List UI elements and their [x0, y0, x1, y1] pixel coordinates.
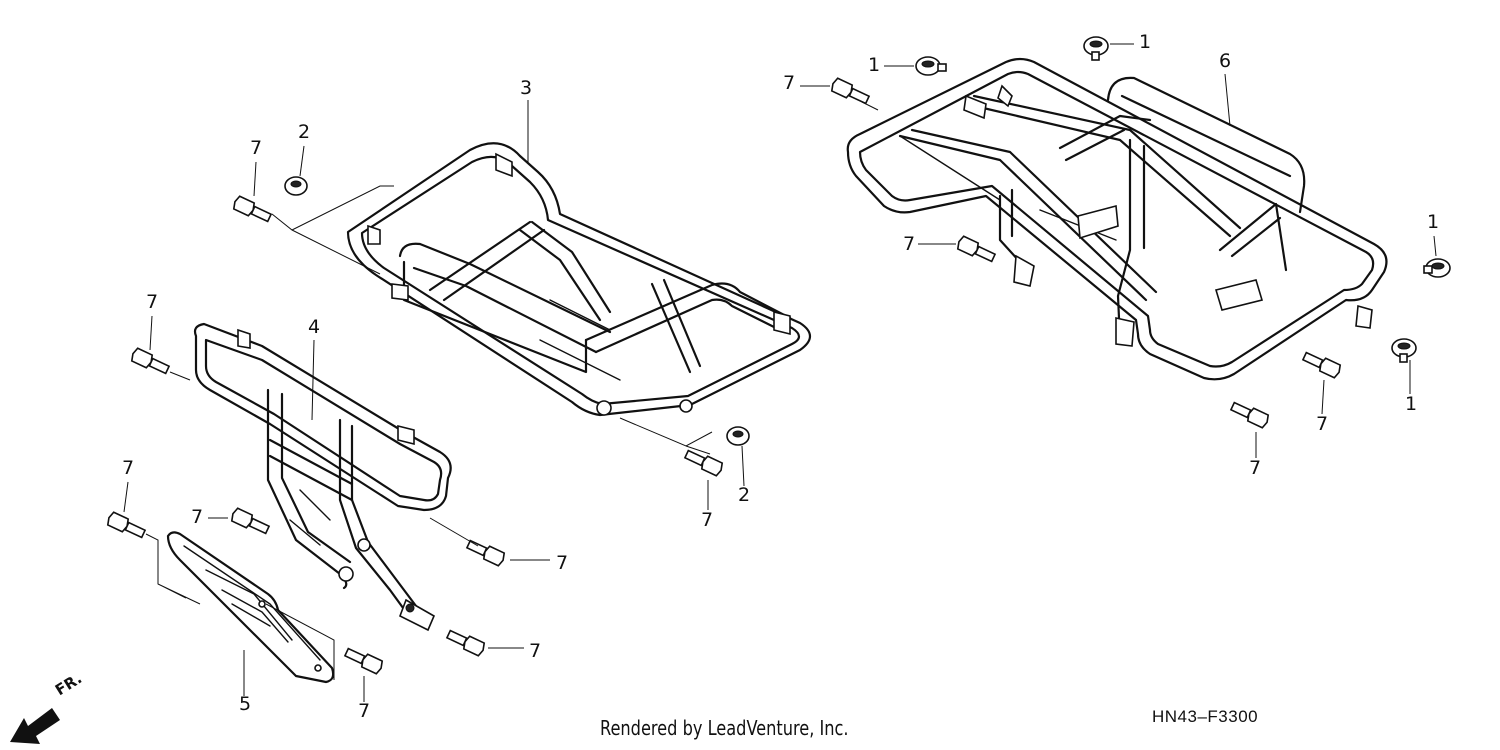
callout-7: 7 [1249, 457, 1261, 479]
bolt-icon [130, 347, 171, 375]
callout-7: 7 [250, 137, 262, 159]
skid-plate [166, 531, 335, 684]
callout-1: 1 [1405, 393, 1417, 415]
nut-icon [1083, 36, 1109, 61]
callout-7: 7 [1316, 413, 1328, 435]
callout-7: 7 [903, 233, 915, 255]
bolt-icon [445, 629, 486, 657]
grommet-icon [284, 176, 308, 196]
nut-icon [1423, 258, 1451, 278]
leader-lines [123, 43, 1437, 702]
bolt-icon [465, 539, 506, 567]
callout-7: 7 [358, 700, 370, 722]
callout-6: 6 [1219, 50, 1231, 72]
bolt-icon [956, 235, 997, 263]
bolt-icon [232, 195, 273, 223]
front-guard [193, 322, 452, 632]
front-carrier [846, 57, 1388, 381]
front-direction-arrow-icon [10, 708, 60, 744]
callout-1: 1 [868, 54, 880, 76]
callout-7: 7 [191, 506, 203, 528]
callout-7: 7 [529, 640, 541, 662]
rear-carrier [346, 142, 812, 417]
bolt-icon [230, 507, 271, 535]
callout-7: 7 [146, 291, 158, 313]
bolt-icon [830, 77, 871, 105]
footer-credit: Rendered by LeadVenture, Inc. [600, 716, 849, 740]
callout-7: 7 [556, 552, 568, 574]
hardware [106, 36, 1451, 675]
callout-2: 2 [738, 484, 750, 506]
nut-icon [915, 56, 947, 76]
callout-5: 5 [239, 693, 251, 715]
grommet-icon [726, 426, 750, 446]
callout-7: 7 [122, 457, 134, 479]
bolt-icon [343, 647, 384, 675]
callout-labels: 3 2 7 7 4 7 7 7 7 5 7 2 7 1 1 7 6 7 1 1 7 7 [122, 31, 1439, 722]
callout-7: 7 [701, 509, 713, 531]
diagram-code: HN43–F3300 [1152, 707, 1259, 726]
bolt-icon [1229, 401, 1270, 429]
callout-7: 7 [783, 72, 795, 94]
bolt-icon [1301, 351, 1342, 379]
nut-icon [1391, 338, 1417, 363]
callout-1: 1 [1139, 31, 1151, 53]
callout-1: 1 [1427, 211, 1439, 233]
callout-4: 4 [308, 316, 320, 338]
callout-3: 3 [520, 77, 532, 99]
callout-2: 2 [298, 121, 310, 143]
bolt-icon [106, 511, 147, 539]
bolt-icon [683, 449, 724, 477]
